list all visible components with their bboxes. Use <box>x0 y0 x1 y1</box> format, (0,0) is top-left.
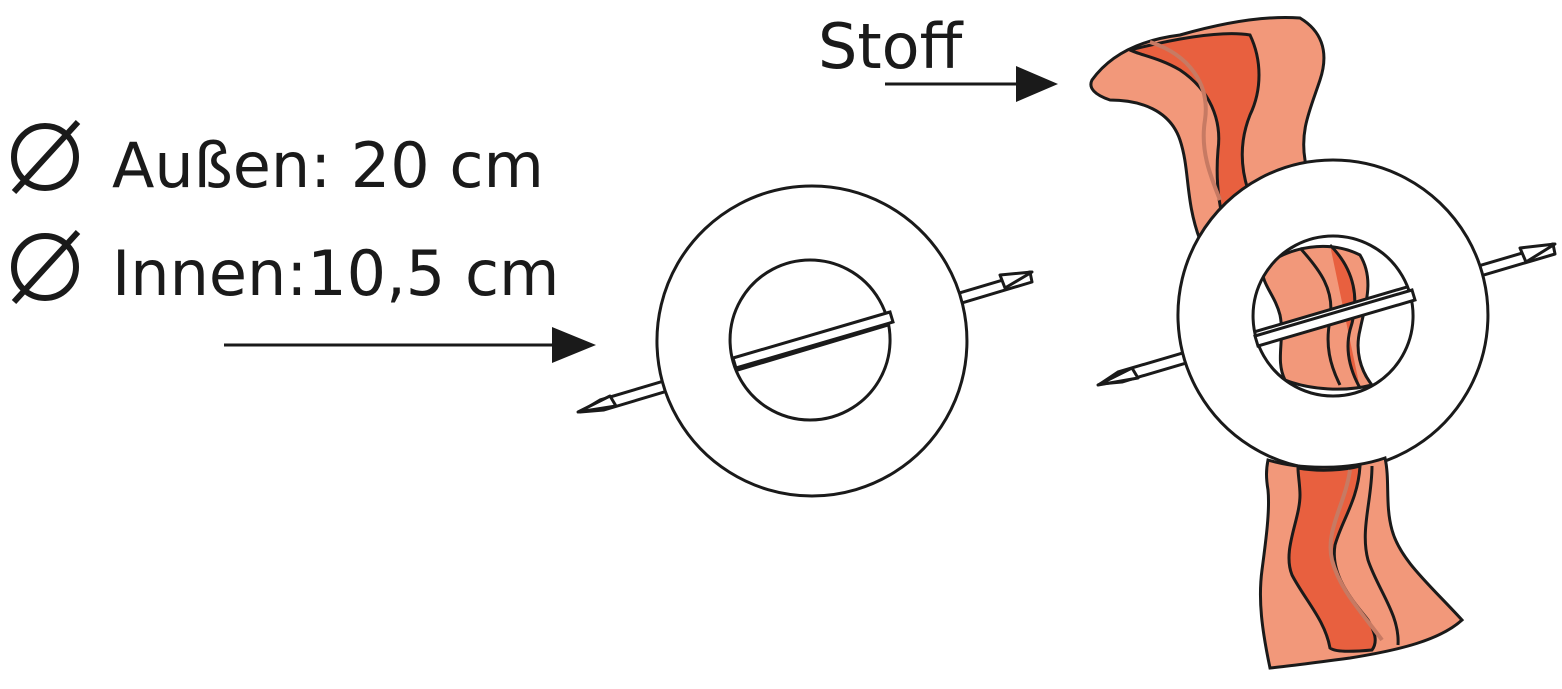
inner-diameter-label: Innen:10,5 cm <box>11 229 559 310</box>
ring-pointer-arrow <box>224 327 596 363</box>
needle-tip-right <box>1096 242 1557 387</box>
fabric-label: Stoff <box>818 10 964 83</box>
needle-front-right <box>1253 288 1417 348</box>
plain-ring-with-needle <box>576 184 1034 498</box>
fabric-wrapped-ring-with-needle <box>1089 16 1557 670</box>
diameter-symbol-icon <box>11 229 81 305</box>
outer-diameter-text: Außen: 20 cm <box>112 129 544 202</box>
diameter-symbol-icon <box>11 119 81 195</box>
needle-front-left <box>731 310 895 370</box>
fabric-lower <box>1258 456 1465 670</box>
needle-tip-left <box>576 270 1034 414</box>
foam-ring-right <box>1176 158 1490 472</box>
fabric-pointer-arrow <box>885 66 1058 102</box>
outer-diameter-label: Außen: 20 cm <box>11 119 544 202</box>
inner-diameter-text: Innen:10,5 cm <box>112 237 559 310</box>
foam-ring-left <box>655 184 969 498</box>
